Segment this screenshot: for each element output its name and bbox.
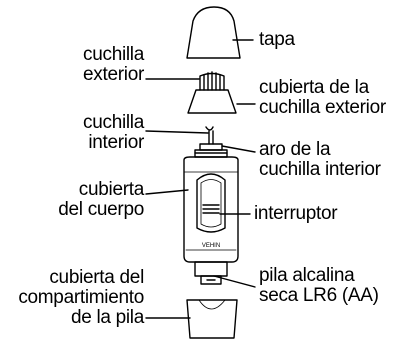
inner-blade-shape xyxy=(205,126,214,145)
outer-blade-cover-shape xyxy=(187,89,237,114)
label-battery-cover: cubierta del compartimiento de la pila xyxy=(18,267,144,328)
label-outer-blade: cuchilla exterior xyxy=(83,44,144,85)
label-outer-blade-cover: cubierta de la cuchilla exterior xyxy=(259,77,386,118)
battery-cover-shape xyxy=(186,299,238,339)
switch-shape xyxy=(196,173,226,233)
cap-shape xyxy=(186,6,241,59)
brand-mark: VEHIN xyxy=(202,243,220,249)
label-inner-blade: cuchilla interior xyxy=(83,112,144,153)
body-shape xyxy=(183,156,239,263)
label-battery: pila alcalina seca LR6 (AA) xyxy=(259,265,379,306)
inner-blade-ring-shape xyxy=(199,143,223,151)
label-body-cover: cubierta del cuerpo xyxy=(58,179,144,220)
label-tapa: tapa xyxy=(259,29,295,50)
label-inner-blade-ring: aro de la cuchilla interior xyxy=(259,139,381,180)
battery-shape xyxy=(194,261,228,277)
label-switch: interruptor xyxy=(254,203,338,224)
